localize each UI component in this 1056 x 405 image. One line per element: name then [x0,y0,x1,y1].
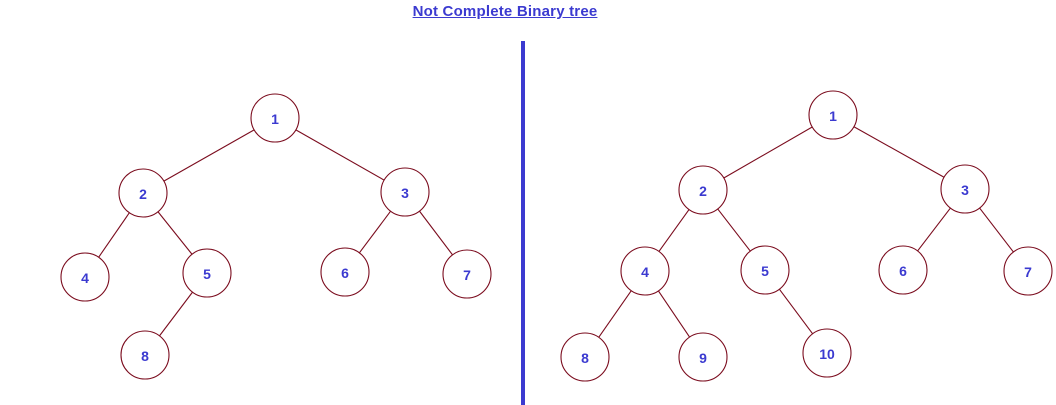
left-binary-tree-edges [98,129,453,337]
node-circle[interactable] [380,167,430,217]
tree-node[interactable]: 1 [250,93,300,143]
tree-node[interactable]: 6 [878,245,928,295]
tree-edge [358,210,392,254]
node-circle[interactable] [808,90,858,140]
node-label: 8 [141,348,149,364]
tree-node[interactable]: 7 [1003,246,1053,296]
node-label: 7 [463,267,471,283]
tree-edge [658,209,690,252]
tree-node[interactable]: 3 [380,167,430,217]
vertical-divider [521,41,525,405]
node-label: 1 [829,108,837,124]
tree-edge [163,129,255,182]
node-circle[interactable] [740,245,790,295]
node-circle[interactable] [678,165,728,215]
tree-edge [917,207,951,252]
node-label: 5 [761,263,769,279]
tree-node[interactable]: 4 [620,246,670,296]
node-circle[interactable] [442,249,492,299]
node-circle[interactable] [802,328,852,378]
tree-node[interactable]: 5 [740,245,790,295]
tree-node[interactable]: 6 [320,247,370,297]
tree-edge [853,126,945,178]
tree-edge [657,290,691,338]
node-label: 10 [819,346,835,362]
left-binary-tree: 1 2 3 4 5 6 7 8 [60,93,492,380]
tree-node[interactable]: 8 [120,330,170,380]
node-circle[interactable] [878,245,928,295]
tree-edge [419,210,453,256]
node-label: 3 [401,185,409,201]
node-circle[interactable] [182,248,232,298]
tree-edge [598,290,632,338]
node-circle[interactable] [320,247,370,297]
node-circle[interactable] [118,168,168,218]
node-circle[interactable] [250,93,300,143]
node-label: 7 [1024,264,1032,280]
node-circle[interactable] [940,164,990,214]
node-label: 1 [271,111,279,127]
node-label: 6 [899,263,907,279]
node-label: 9 [699,350,707,366]
tree-node[interactable]: 2 [118,168,168,218]
tree-edge [159,291,193,337]
node-label: 4 [641,264,649,280]
node-circle[interactable] [620,246,670,296]
node-circle[interactable] [678,332,728,382]
node-label: 4 [81,270,89,286]
tree-node[interactable]: 9 [678,332,728,382]
tree-edge [295,129,385,181]
tree-node[interactable]: 7 [442,249,492,299]
tree-node[interactable]: 2 [678,165,728,215]
tree-node[interactable]: 3 [940,164,990,214]
tree-node[interactable]: 5 [182,248,232,298]
node-circle[interactable] [120,330,170,380]
tree-edge [98,212,130,258]
tree-edge [778,288,814,335]
tree-node[interactable]: 10 [802,328,852,378]
tree-node[interactable]: 1 [808,90,858,140]
tree-edge [723,126,813,179]
node-label: 2 [699,183,707,199]
node-label: 3 [961,182,969,198]
tree-edge [979,207,1014,253]
tree-edge [717,208,751,252]
page-title: Not Complete Binary tree [412,3,598,20]
tree-node[interactable]: 8 [560,332,610,382]
node-label: 6 [341,265,349,281]
tree-edge [157,211,193,255]
node-circle[interactable] [560,332,610,382]
node-circle[interactable] [60,252,110,302]
node-circle[interactable] [1003,246,1053,296]
node-label: 2 [139,186,147,202]
right-binary-tree-edges [598,126,1014,338]
right-binary-tree: 1 2 3 4 5 6 7 8 9 10 [560,90,1053,382]
tree-node[interactable]: 4 [60,252,110,302]
node-label: 5 [203,266,211,282]
node-label: 8 [581,350,589,366]
